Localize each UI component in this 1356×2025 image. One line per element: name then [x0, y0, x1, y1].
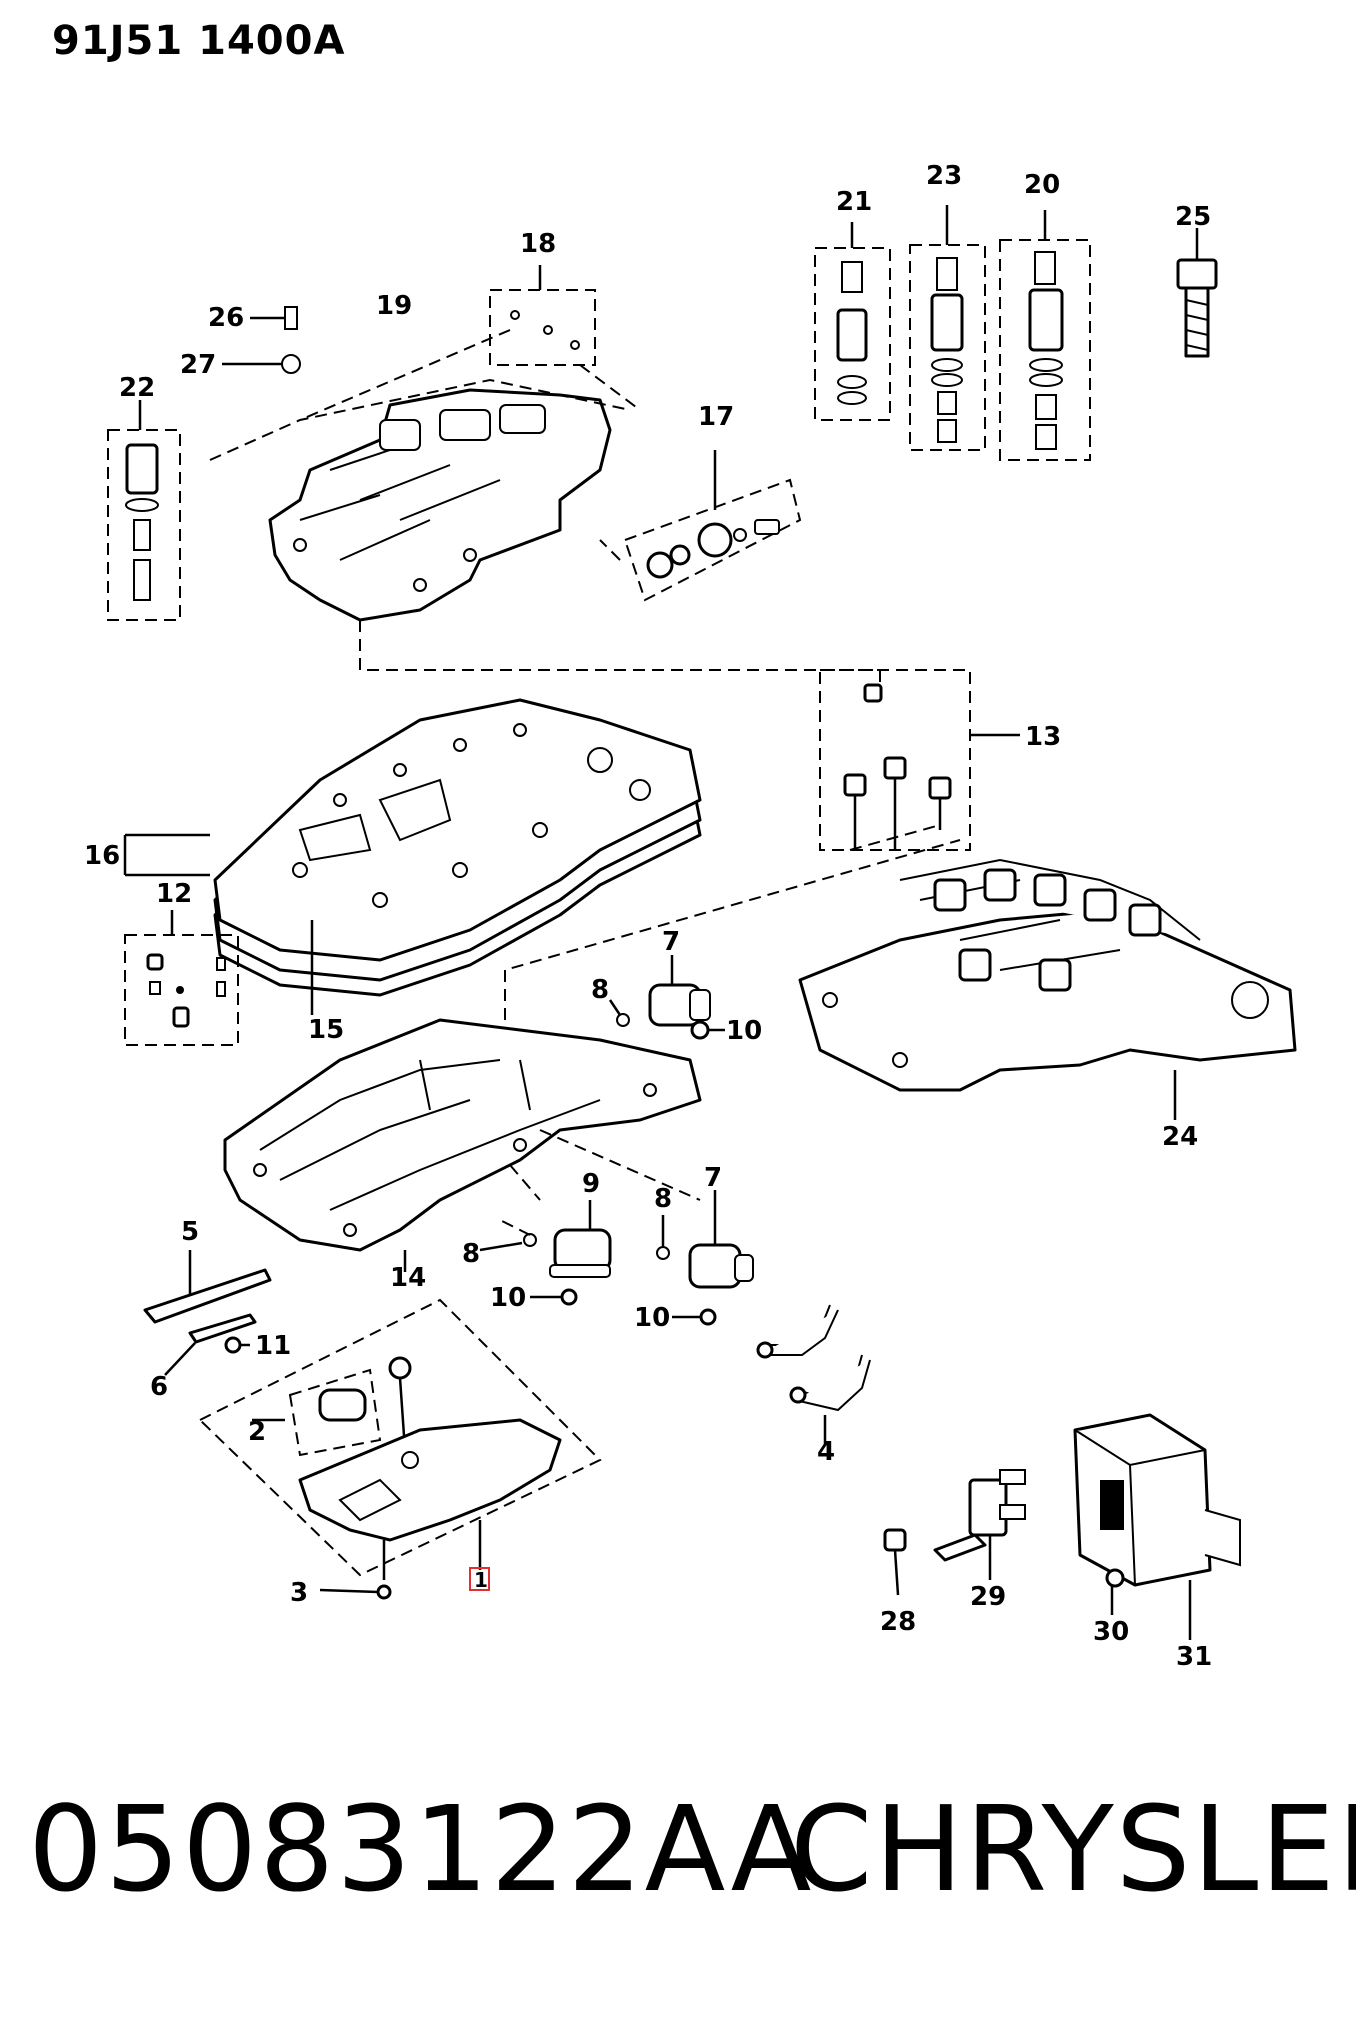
separator-plate — [213, 698, 702, 997]
part-number: 05083122AA — [28, 1780, 814, 1918]
callout-9: 9 — [582, 1169, 600, 1199]
callout-10-upper: 10 — [726, 1016, 762, 1046]
callout-20: 20 — [1024, 170, 1060, 200]
highlight-box — [469, 1567, 490, 1591]
callout-21: 21 — [836, 187, 872, 217]
callout-29: 29 — [970, 1582, 1006, 1612]
callout-2: 2 — [248, 1417, 266, 1447]
callout-23: 23 — [926, 161, 962, 191]
callout-8-right: 8 — [654, 1184, 672, 1214]
diagram-id: 91J51 1400A — [52, 18, 346, 64]
upper-valve-body — [268, 388, 612, 622]
callout-18: 18 — [520, 229, 556, 259]
callout-28: 28 — [880, 1607, 916, 1637]
callout-12: 12 — [156, 879, 192, 909]
callout-19: 19 — [376, 291, 412, 321]
callout-26: 26 — [208, 303, 244, 333]
callout-16: 16 — [84, 841, 120, 871]
callout-31: 31 — [1176, 1642, 1212, 1672]
brand-name: CHRYSLER — [790, 1780, 1356, 1918]
assembled-valve-body — [798, 858, 1297, 1092]
callout-25: 25 — [1175, 202, 1211, 232]
callout-8-left: 8 — [462, 1239, 480, 1269]
callout-3: 3 — [290, 1578, 308, 1608]
footer: 05083122AA CHRYSLER — [0, 1780, 1356, 1940]
callout-24: 24 — [1162, 1122, 1198, 1152]
callout-15: 15 — [308, 1015, 344, 1045]
callout-17: 17 — [698, 402, 734, 432]
lower-valve-body — [223, 1018, 702, 1252]
callout-13: 13 — [1025, 722, 1061, 752]
callout-14: 14 — [390, 1263, 426, 1293]
callout-30: 30 — [1093, 1617, 1129, 1647]
callout-27: 27 — [180, 350, 216, 380]
callout-4: 4 — [817, 1437, 835, 1467]
callout-5: 5 — [181, 1217, 199, 1247]
callout-10-left: 10 — [490, 1283, 526, 1313]
exploded-parts-diagram: 18 19 26 27 22 21 23 20 25 17 13 16 12 1… — [84, 161, 1297, 1672]
callout-7-upper: 7 — [662, 927, 680, 957]
callout-8-upper: 8 — [591, 975, 609, 1005]
callout-11: 11 — [255, 1331, 291, 1361]
callout-1: 1 — [474, 1568, 488, 1592]
callout-22: 22 — [119, 373, 155, 403]
callout-10-right: 10 — [634, 1303, 670, 1333]
callout-6: 6 — [150, 1372, 168, 1402]
callout-7-lower: 7 — [704, 1163, 722, 1193]
